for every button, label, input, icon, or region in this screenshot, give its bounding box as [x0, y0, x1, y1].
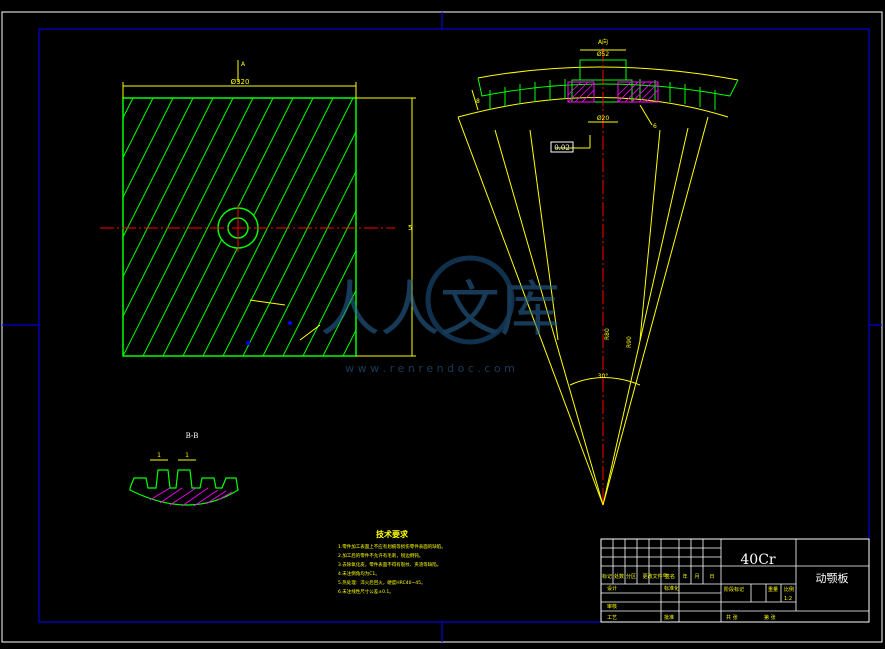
height-dimension: 5	[408, 224, 412, 232]
tech-req-item: 6.未注线性尺寸公差±0.1。	[338, 588, 394, 595]
reference-dot	[288, 321, 292, 325]
plate-hatch	[123, 98, 356, 356]
scale-value: 1:2	[784, 596, 792, 602]
sector-view: A向 Ø52 Ø20 8 6 0.02 30° R80 R90	[457, 38, 739, 506]
left-dimension: 8	[476, 98, 480, 105]
section-mark-a: A	[241, 61, 246, 68]
tech-req-title: 技术要求	[376, 529, 409, 539]
reference-dot	[246, 341, 250, 345]
watermark-url: w w w . r e n r e n d o c . c o m	[345, 362, 515, 375]
rev-header: 标记	[602, 573, 612, 580]
sheet-count: 共 张	[726, 614, 738, 621]
rev-header: 处数	[614, 573, 624, 580]
angle-dimension: 30°	[598, 373, 609, 380]
top-dimension: Ø52	[597, 51, 610, 58]
rev-header: 月	[694, 574, 699, 580]
front-dimensions	[122, 60, 416, 357]
tech-req-item: 1.零件加工表面上不应有划痕等损伤零件表面的缺陷。	[338, 543, 446, 550]
plate-outline	[122, 97, 357, 357]
section-profile	[129, 469, 239, 506]
title-block: 40Cr 动颚板 标记 处数 分区 更改文件号 签名 年 月 日 设计 标准化 …	[600, 538, 870, 623]
sector-lines	[457, 66, 739, 506]
section-hatch	[149, 487, 233, 507]
watermark-logo-ring	[425, 255, 515, 345]
designer-label: 设计	[607, 585, 617, 592]
rev-header: 更改文件号	[642, 573, 667, 580]
tech-req-item: 2.加工后的零件不允许有毛刺，锐边倒钝。	[338, 552, 423, 559]
sector-section-hatch	[567, 81, 659, 103]
section-label: B-B	[186, 432, 199, 440]
view-title: A向	[598, 38, 608, 46]
section-dim-a: 1	[157, 452, 161, 459]
tech-req-item: 4.未注倒角均为C1。	[338, 570, 380, 577]
rev-header: 分区	[626, 573, 636, 580]
right-dimension: 6	[653, 123, 657, 130]
rev-header: 签名	[665, 573, 675, 580]
section-b-view: B-B 1 1	[129, 432, 239, 507]
section-dim-b: 1	[185, 452, 189, 459]
tech-req-item: 5.热处理：淬火后回火，硬度HRC40~45。	[338, 579, 425, 586]
weight-label: 重量	[768, 586, 778, 593]
tech-req-item: 3.去除氧化皮，零件表面不得有裂纹、夹渣等缺陷。	[338, 561, 441, 568]
technical-requirements: 技术要求 1.零件加工表面上不应有划痕等损伤零件表面的缺陷。 2.加工后的零件不…	[338, 529, 446, 595]
part-name: 动颚板	[816, 571, 849, 585]
datum-frame	[550, 141, 574, 153]
front-view: Ø320 A 5	[100, 60, 416, 357]
watermark-brand: 人人文库	[320, 275, 560, 345]
outer-radius: R90	[626, 336, 633, 348]
process-label: 工艺	[607, 615, 617, 621]
ratio-label: 比例	[784, 586, 794, 593]
checker-label: 审核	[607, 603, 617, 610]
approve-label: 批准	[664, 614, 674, 621]
rev-header: 年	[682, 573, 687, 580]
rev-header: 日	[709, 574, 714, 580]
mid-dimension: Ø20	[597, 115, 610, 122]
inner-radius: R80	[604, 328, 611, 340]
material: 40Cr	[740, 552, 776, 568]
watermark: 人人文库 w w w . r e n r e n d o c . c o m	[320, 255, 560, 375]
centering-marks	[2, 12, 882, 642]
datum-tolerance: 0.02	[554, 144, 570, 152]
sheet-number: 第 张	[764, 614, 776, 621]
width-dimension: Ø320	[231, 78, 250, 86]
standard-label: 标准化	[664, 585, 679, 592]
stage-mark-label: 阶段标记	[724, 586, 744, 593]
